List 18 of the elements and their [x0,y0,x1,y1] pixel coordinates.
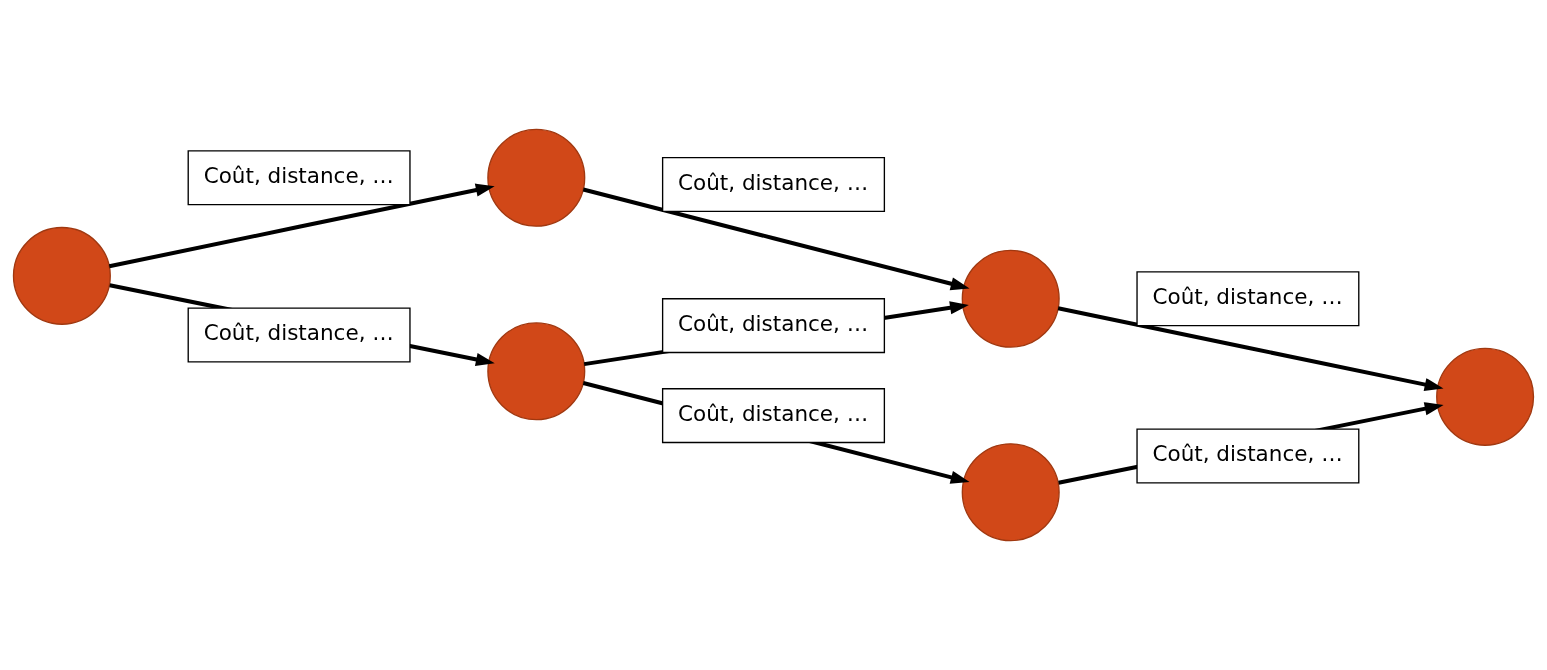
arrow [109,283,495,366]
node-circle [12,226,111,325]
edge-label: Coût, distance, … [1152,441,1343,467]
node-circle [487,128,586,227]
node-circle [961,443,1060,542]
node-circle [487,322,586,421]
edge-label: Coût, distance, … [678,310,869,336]
edge-label: Coût, distance, … [203,162,394,188]
edge-label: Coût, distance, … [678,169,869,195]
arrow [108,183,495,269]
arrow [582,381,970,484]
edge-label: Coût, distance, … [678,400,869,426]
edge-label: Coût, distance, … [1152,283,1343,309]
node-circle [1436,347,1535,446]
node-circle [961,249,1060,348]
edge-label: Coût, distance, … [203,320,394,346]
arrow [1057,306,1444,392]
arrow [582,187,970,291]
